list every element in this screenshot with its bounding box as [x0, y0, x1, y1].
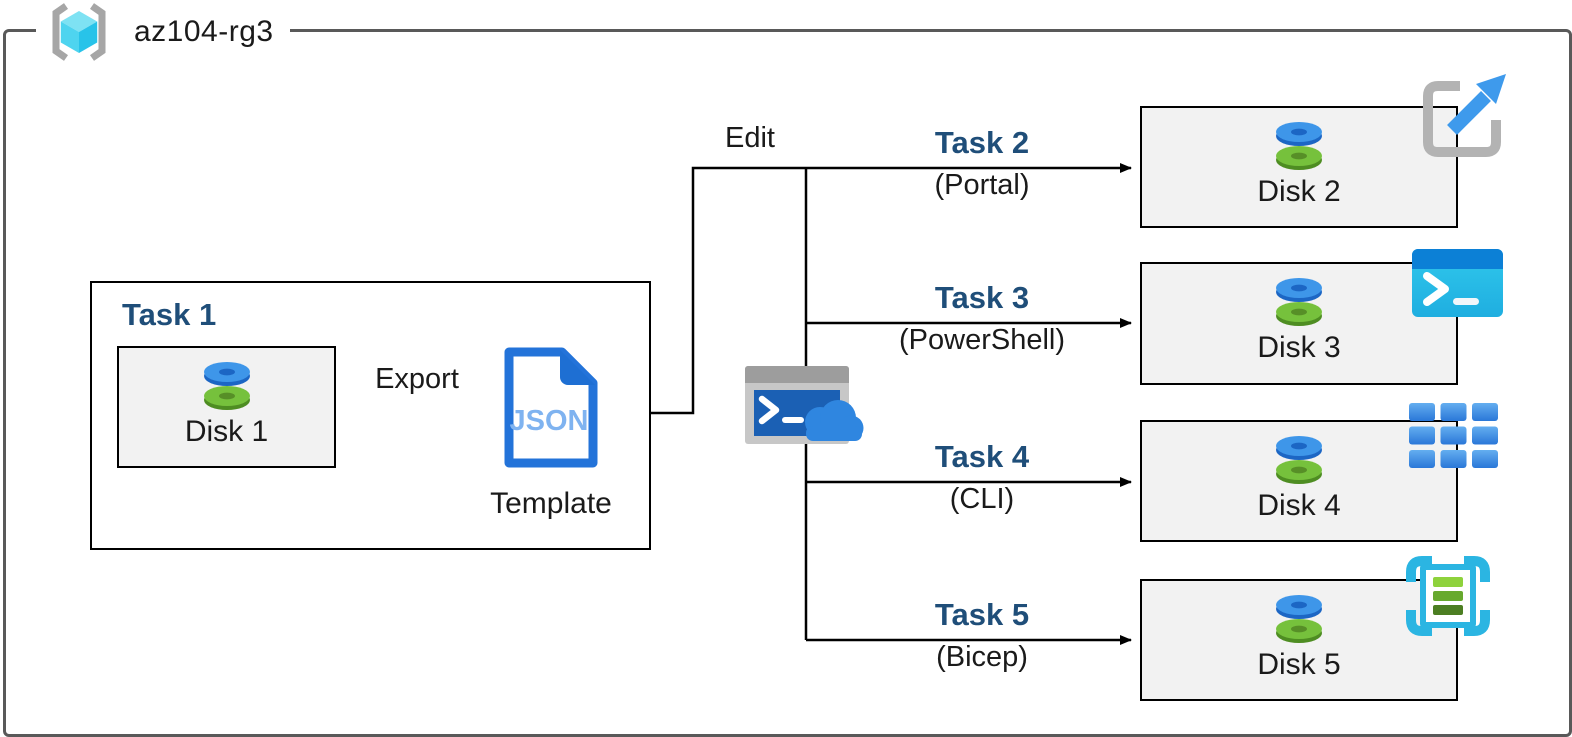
bicep-icon	[1406, 556, 1490, 636]
disk3-label: Disk 3	[1257, 331, 1341, 364]
task2-title: Task 2	[934, 125, 1030, 160]
task1-container: Task 1 Disk 1 Export JSON Template	[90, 281, 651, 550]
disk3-box: Disk 3	[1140, 262, 1458, 385]
resource-group-icon	[52, 3, 106, 61]
task5-method: (Bicep)	[936, 641, 1028, 673]
disk4-box: Disk 4	[1140, 420, 1458, 542]
disk4-label: Disk 4	[1257, 489, 1341, 522]
disk2-label: Disk 2	[1257, 175, 1341, 208]
task2-label: Task 2 (Portal)	[842, 126, 1122, 202]
managed-disk-icon	[1267, 273, 1331, 329]
task4-label: Task 4 (CLI)	[842, 440, 1122, 516]
resource-group-boundary	[3, 29, 1572, 737]
task5-title: Task 5	[934, 597, 1030, 632]
resource-group-name: az104-rg3	[134, 15, 274, 48]
disk5-box: Disk 5	[1140, 579, 1458, 701]
task3-title: Task 3	[934, 280, 1030, 315]
resource-group-header: az104-rg3	[36, 0, 290, 64]
disk2-box: Disk 2	[1140, 106, 1458, 228]
task5-label: Task 5 (Bicep)	[842, 598, 1122, 674]
json-template-icon: JSON	[497, 340, 605, 475]
task3-method: (PowerShell)	[899, 324, 1065, 356]
task3-label: Task 3 (PowerShell)	[842, 281, 1122, 357]
managed-disk-icon	[1267, 431, 1331, 487]
json-label: JSON	[510, 405, 589, 437]
disk1-label: Disk 1	[184, 415, 269, 448]
powershell-icon	[1412, 249, 1503, 317]
task4-method: (CLI)	[949, 483, 1015, 515]
task4-title: Task 4	[934, 439, 1030, 474]
task1-title: Task 1	[122, 297, 217, 332]
cli-icon	[1409, 403, 1498, 468]
export-label: Export	[375, 363, 459, 395]
template-label: Template	[490, 487, 612, 520]
managed-disk-icon	[1267, 117, 1331, 173]
disk1-box: Disk 1	[117, 346, 336, 468]
task2-method: (Portal)	[934, 169, 1030, 201]
disk5-label: Disk 5	[1257, 648, 1341, 681]
edit-label: Edit	[725, 122, 775, 154]
managed-disk-icon	[195, 357, 259, 413]
azure-portal-icon	[1416, 64, 1512, 160]
managed-disk-icon	[1267, 590, 1331, 646]
cloud-shell-icon	[745, 366, 867, 448]
